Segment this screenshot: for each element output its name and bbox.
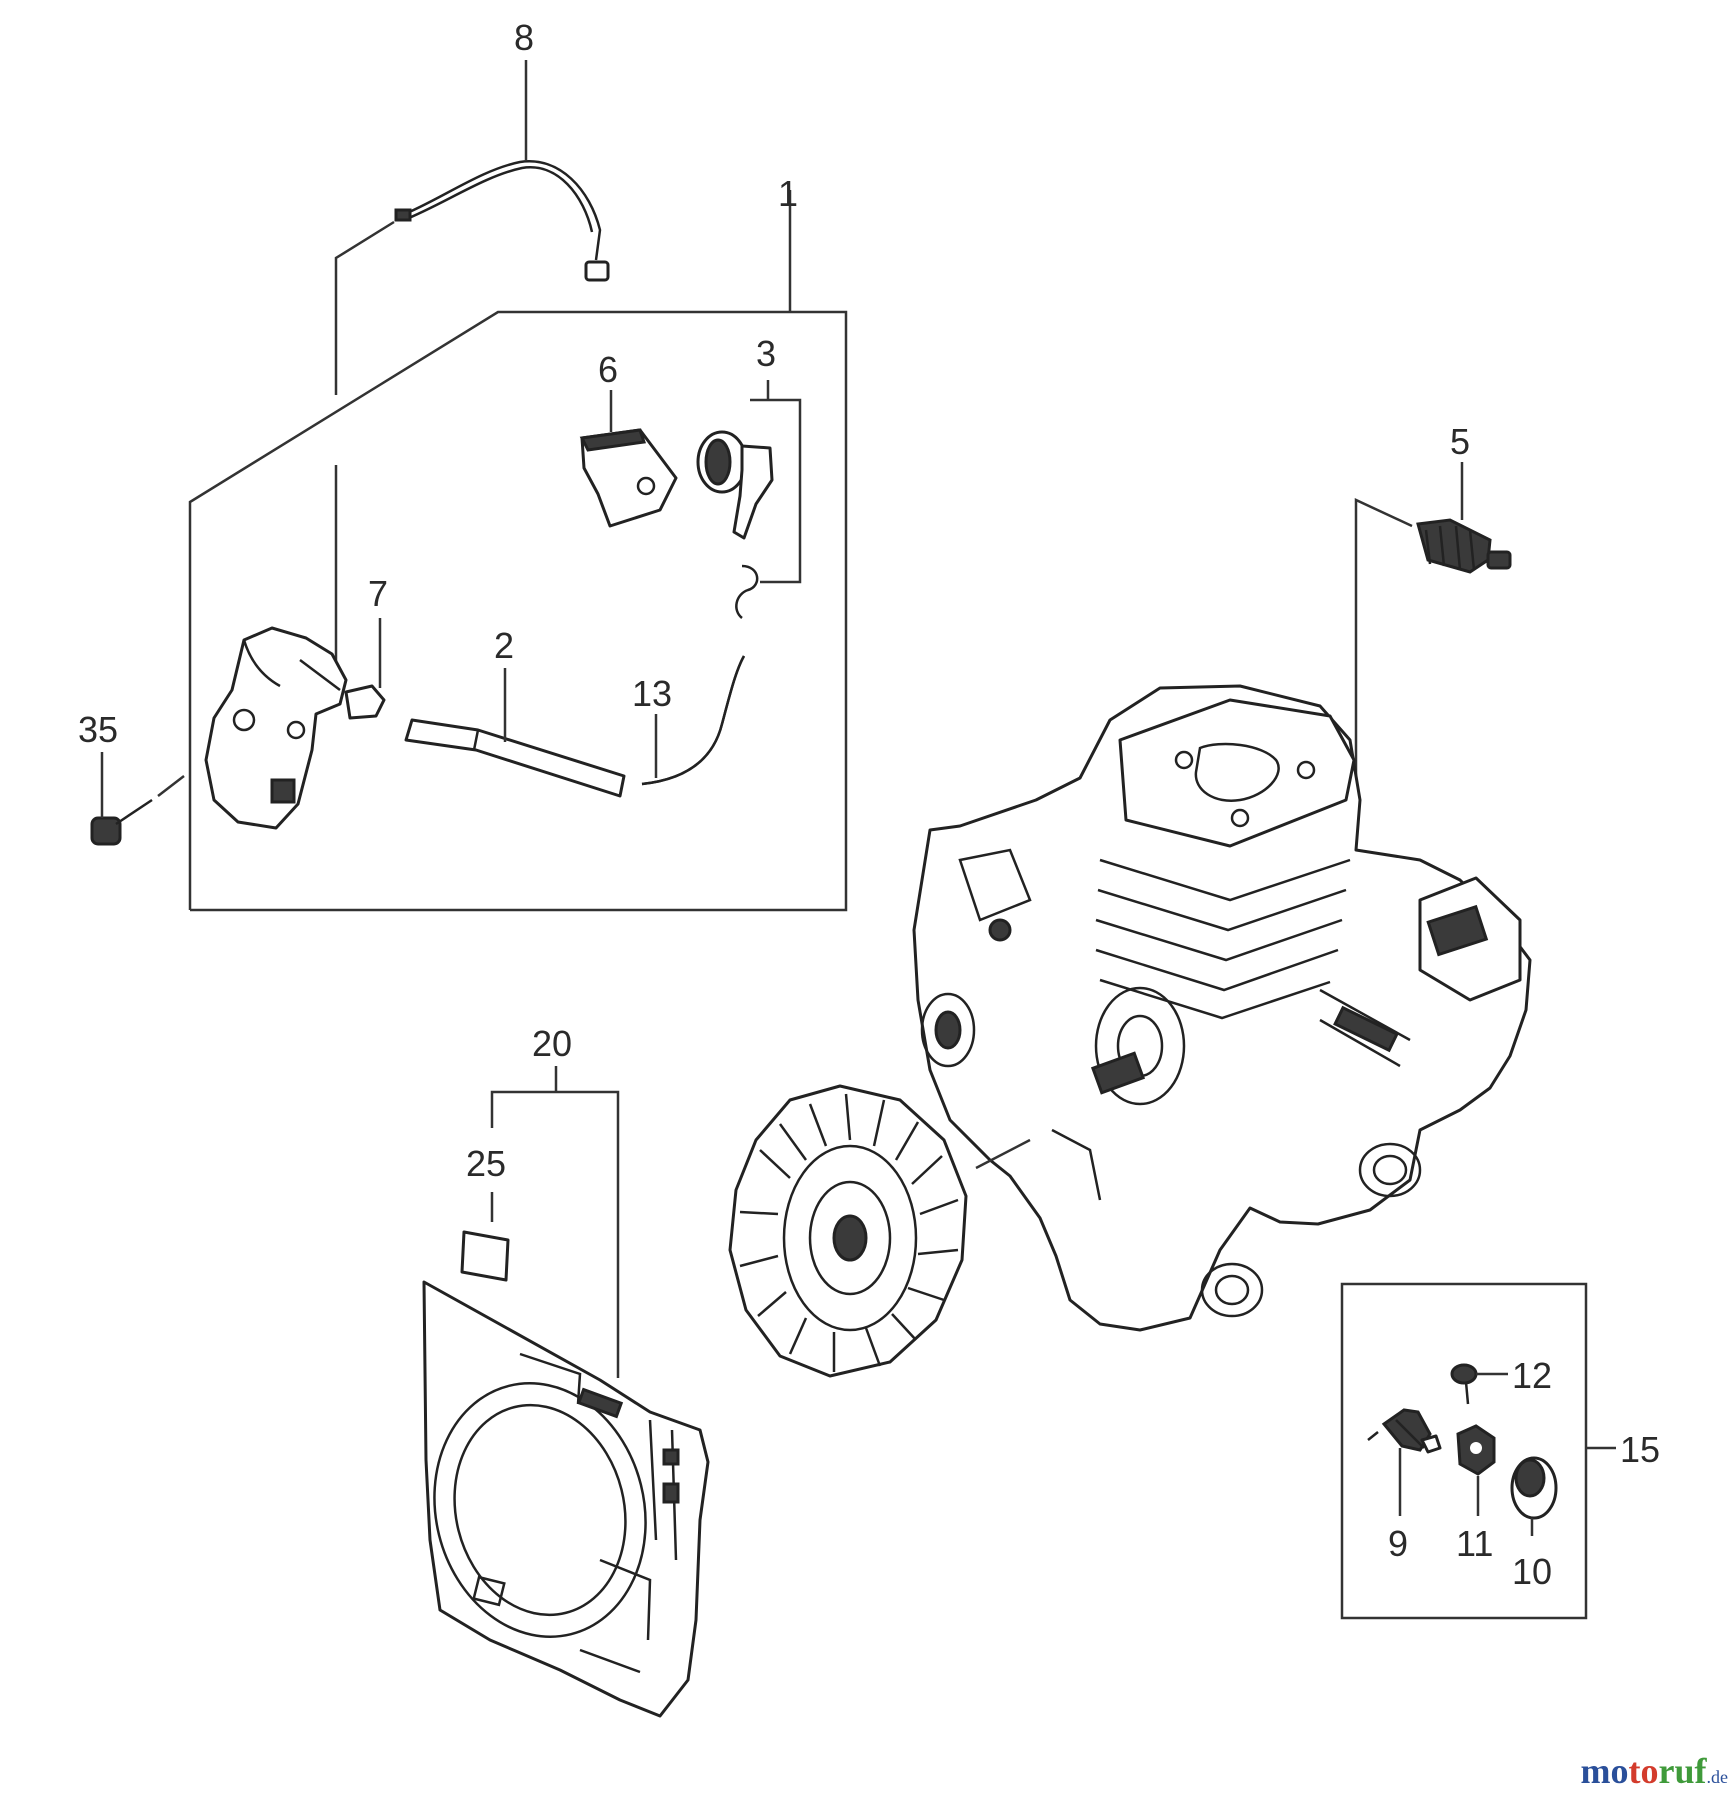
part-8-wire bbox=[334, 60, 610, 670]
callout-7: 7 bbox=[368, 573, 388, 614]
part-20-cover bbox=[422, 1066, 710, 1718]
callout-25: 25 bbox=[466, 1143, 506, 1184]
callout-1: 1 bbox=[778, 173, 798, 214]
part-2-hose bbox=[404, 668, 626, 798]
callout-13: 13 bbox=[632, 673, 672, 714]
watermark-part-3: ruf bbox=[1658, 1751, 1707, 1791]
assembly-1-group-box bbox=[188, 190, 848, 912]
motoruf-watermark: motoruf.de bbox=[1581, 1750, 1729, 1792]
watermark-tld: .de bbox=[1706, 1767, 1729, 1787]
part-3-tensioner bbox=[696, 380, 802, 619]
callout-6: 6 bbox=[598, 349, 618, 390]
part-7-fitting bbox=[344, 618, 386, 720]
callout-9: 9 bbox=[1388, 1523, 1408, 1564]
callout-15: 15 bbox=[1620, 1429, 1660, 1470]
part-9-adjuster bbox=[1367, 1408, 1442, 1516]
callout-8: 8 bbox=[514, 17, 534, 58]
part-12-screw bbox=[1450, 1363, 1508, 1405]
callout-35: 35 bbox=[78, 709, 118, 750]
callout-5: 5 bbox=[1450, 421, 1470, 462]
callout-12: 12 bbox=[1512, 1355, 1552, 1396]
callout-11: 11 bbox=[1456, 1523, 1493, 1564]
assembly-15-group-box bbox=[1340, 1282, 1616, 1620]
watermark-part-1: mo bbox=[1580, 1751, 1629, 1791]
part-10-cap bbox=[1510, 1456, 1558, 1536]
oil-pump-body bbox=[204, 626, 348, 830]
part-13-hose bbox=[641, 655, 746, 786]
callout-20: 20 bbox=[532, 1023, 572, 1064]
callout-2: 2 bbox=[494, 625, 514, 666]
engine-crankcase bbox=[912, 684, 1532, 1332]
part-35-screw bbox=[90, 752, 185, 846]
watermark-part-2: to bbox=[1628, 1751, 1659, 1791]
callout-10: 10 bbox=[1512, 1551, 1552, 1592]
part-6-bracket bbox=[579, 390, 678, 528]
callout-3: 3 bbox=[756, 333, 776, 374]
part-11-nut bbox=[1456, 1424, 1496, 1516]
callout-labels: 8 1 6 3 5 7 2 13 35 20 25 12 15 9 11 10 bbox=[78, 17, 1660, 1592]
part-5-bolt bbox=[1354, 462, 1512, 852]
flywheel bbox=[728, 1084, 968, 1378]
